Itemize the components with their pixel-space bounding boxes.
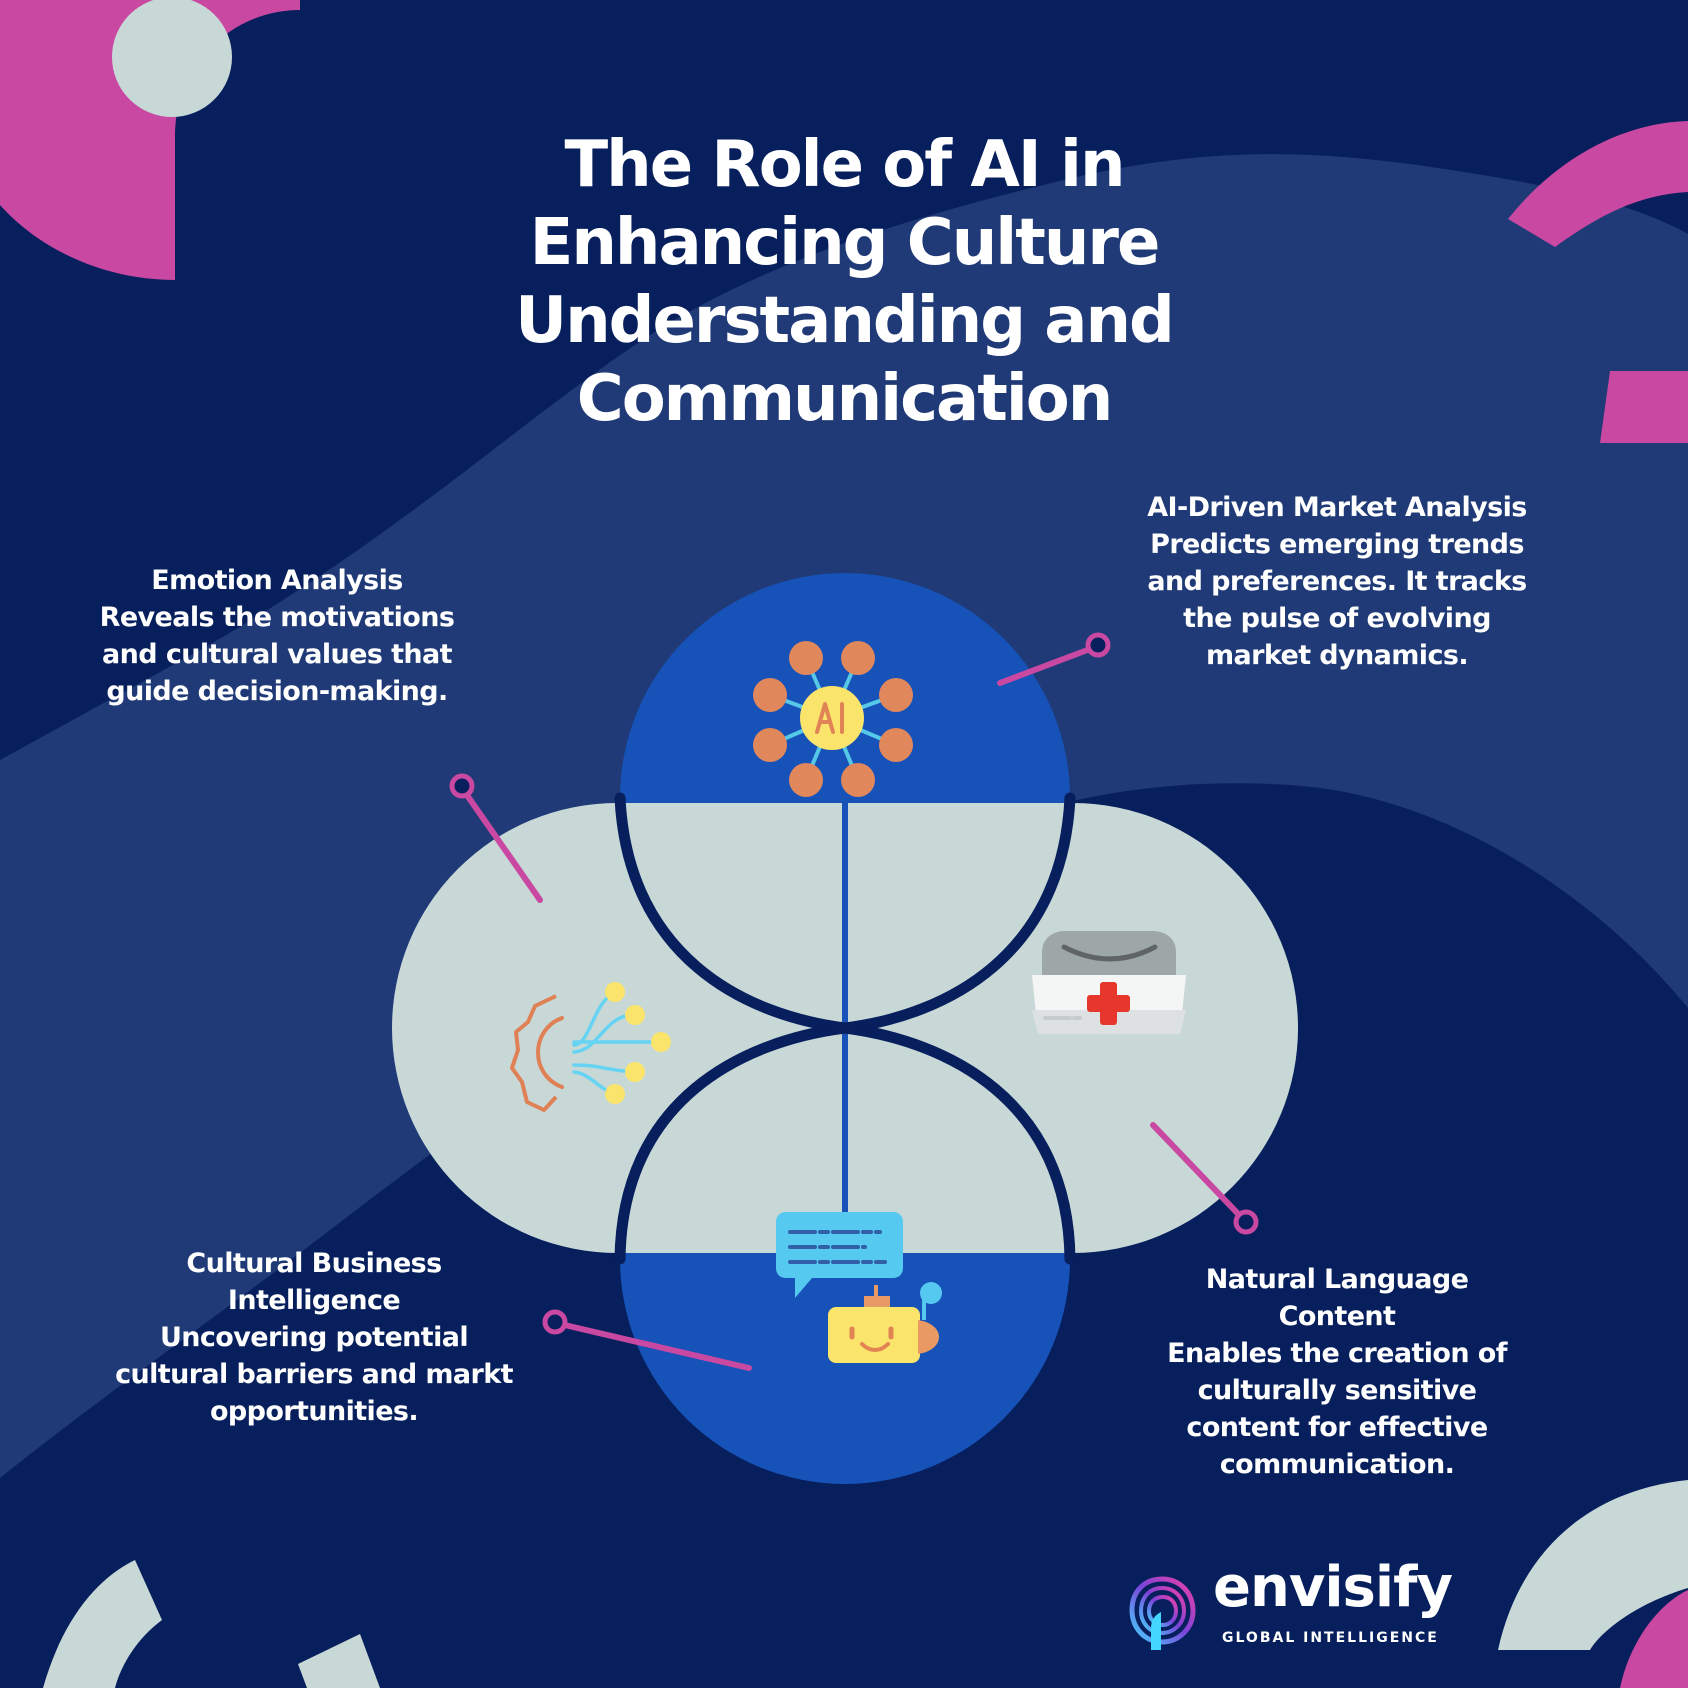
bottom-right-gray-arc bbox=[1498, 1480, 1688, 1650]
callout-cultural-business-intelligence: Cultural Business Intelligence Uncoverin… bbox=[100, 1245, 528, 1430]
callout-body: Uncovering potential cultural barriers a… bbox=[115, 1322, 513, 1427]
callout-emotion-analysis: Emotion Analysis Reveals the motivations… bbox=[72, 562, 482, 710]
connector-market-analysis bbox=[997, 643, 1101, 686]
petal-left bbox=[392, 803, 842, 1253]
envisify-wordmark: envisify bbox=[1213, 1555, 1453, 1620]
ai-network-icon bbox=[753, 641, 913, 797]
connector-natural-language-content bbox=[1150, 1122, 1247, 1223]
envisify-logo-icon bbox=[1129, 1576, 1196, 1650]
bottom-right-pink-arc bbox=[1620, 1590, 1688, 1688]
connector-market-analysis-dot bbox=[1085, 632, 1111, 658]
callout-heading: Cultural Business Intelligence bbox=[186, 1248, 442, 1316]
top-left-gray-dot bbox=[112, 0, 232, 117]
right-pink-arc bbox=[1508, 121, 1688, 443]
bottom-left-gray-shard bbox=[298, 1634, 380, 1688]
bottom-left-gray-arc bbox=[43, 1560, 162, 1688]
callout-heading: Natural Language Content bbox=[1205, 1264, 1469, 1332]
callout-body: Predicts emerging trends and preferences… bbox=[1147, 529, 1527, 671]
envisify-logo: envisify GLOBAL INTELLIGENCE bbox=[1126, 1560, 1471, 1652]
callout-market-analysis: AI-Driven Market Analysis Predicts emerg… bbox=[1145, 489, 1529, 674]
callout-heading: AI-Driven Market Analysis bbox=[1147, 492, 1527, 523]
first-aid-kit-icon bbox=[1032, 931, 1186, 1034]
callout-natural-language-content: Natural Language Content Enables the cre… bbox=[1155, 1261, 1519, 1483]
gear-circuit-icon bbox=[510, 982, 671, 1112]
connector-natural-language-content-dot bbox=[1233, 1209, 1259, 1235]
callout-body: Reveals the motivations and cultural val… bbox=[99, 602, 455, 707]
connector-cultural-business-intelligence-dot bbox=[542, 1309, 568, 1335]
connector-emotion-analysis bbox=[459, 785, 543, 903]
envisify-tagline: GLOBAL INTELLIGENCE bbox=[1222, 1630, 1439, 1646]
top-left-pink-arc bbox=[0, 0, 300, 280]
page-title: The Role of AI in Enhancing Culture Unde… bbox=[515, 128, 1175, 436]
callout-heading: Emotion Analysis bbox=[151, 565, 403, 596]
callout-body: Enables the creation of culturally sensi… bbox=[1167, 1338, 1507, 1480]
chatbot-icon bbox=[776, 1212, 942, 1363]
connector-emotion-analysis-dot bbox=[449, 773, 475, 799]
connector-cultural-business-intelligence bbox=[553, 1320, 752, 1371]
petal-divider-curve-secondary bbox=[614, 792, 1076, 1265]
